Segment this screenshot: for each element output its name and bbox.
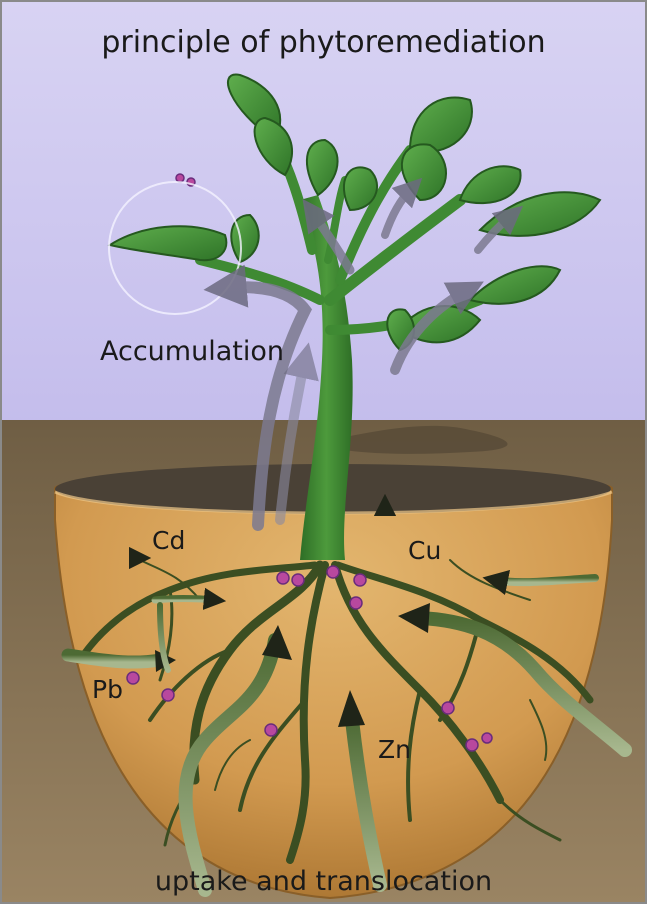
label-accumulation: Accumulation bbox=[100, 338, 284, 365]
ribbon-arrow-left-pb bbox=[68, 655, 160, 662]
label-cu: Cu bbox=[408, 538, 441, 563]
arrow-cu-side bbox=[495, 578, 595, 582]
diagram-title: principle of phytoremediation bbox=[0, 28, 647, 58]
label-pb: Pb bbox=[92, 677, 123, 702]
label-zn: Zn bbox=[378, 737, 411, 762]
arrow-cd-2 bbox=[155, 599, 215, 601]
label-cd: Cd bbox=[152, 528, 185, 553]
label-uptake-translocation: uptake and translocation bbox=[0, 868, 647, 895]
